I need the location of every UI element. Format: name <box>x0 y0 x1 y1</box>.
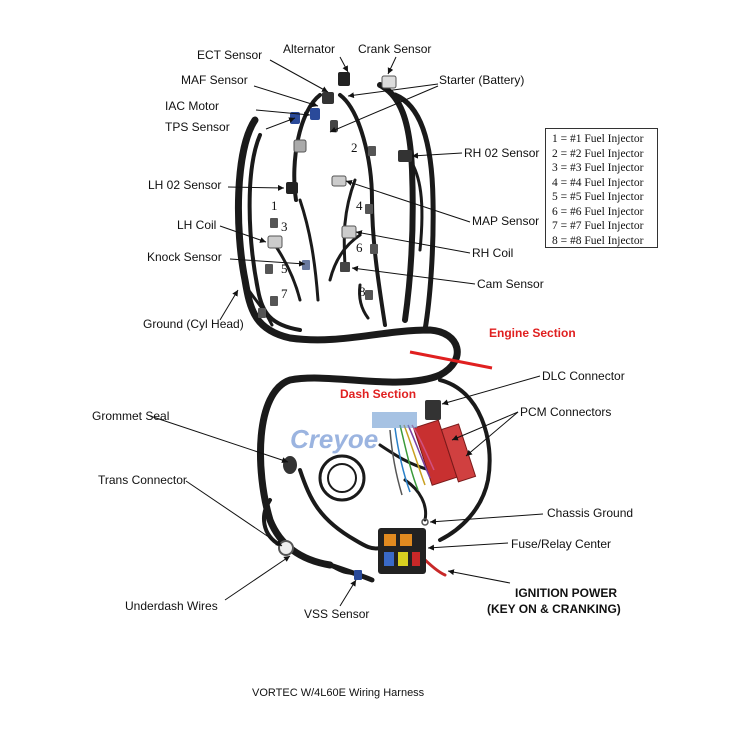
label-ignition-power-line1: IGNITION POWER <box>515 586 617 600</box>
legend-row: 4 = #4 Fuel Injector <box>552 176 644 189</box>
harness-wires <box>234 82 492 583</box>
legend-row: 3 = #3 Fuel Injector <box>552 162 644 174</box>
label-trans-connector: Trans Connector <box>98 473 187 487</box>
legend-row: 5 = #5 Fuel Injector <box>552 191 644 203</box>
injector-number-8: 8 <box>359 284 366 299</box>
label-ignition-power-line2: (KEY ON & CRANKING) <box>487 602 621 616</box>
label-knock-sensor: Knock Sensor <box>147 250 222 264</box>
legend-row: 6 = #6 Fuel Injector <box>552 205 644 218</box>
label-tps-sensor: TPS Sensor <box>165 120 230 134</box>
label-fuse-relay-center: Fuse/Relay Center <box>511 537 611 551</box>
label-chassis-ground: Chassis Ground <box>547 506 633 520</box>
label-grommet-seal: Grommet Seal <box>92 409 169 423</box>
label-ect-sensor: ECT Sensor <box>197 48 262 62</box>
injector-number-1: 1 <box>271 198 278 213</box>
diagram-caption: VORTEC W/4L60E Wiring Harness <box>252 687 425 699</box>
injector-number-4: 4 <box>356 198 363 213</box>
legend-row: 7 = #7 Fuel Injector <box>552 220 644 232</box>
label-lh-coil: LH Coil <box>177 218 216 232</box>
injector-number-3: 3 <box>281 219 288 234</box>
injector-number-5: 5 <box>281 261 288 276</box>
watermark: Creyoe <box>290 424 378 454</box>
injector-numbers: 1 2 3 4 5 6 7 8 <box>271 140 366 301</box>
fuel-injector-legend: 1 = #1 Fuel Injector 2 = #2 Fuel Injecto… <box>545 128 658 248</box>
component-labels: ECT Sensor Alternator Crank Sensor MAF S… <box>92 42 633 621</box>
pcm-connector-blocks <box>412 419 477 486</box>
label-alternator: Alternator <box>283 42 335 56</box>
label-dlc-connector: DLC Connector <box>542 369 625 383</box>
label-ground-cyl-head: Ground (Cyl Head) <box>143 317 244 331</box>
legend-row: 2 = #2 Fuel Injector <box>552 147 644 160</box>
injector-number-2: 2 <box>351 140 358 155</box>
legend-row: 1 = #1 Fuel Injector <box>552 133 644 145</box>
label-maf-sensor: MAF Sensor <box>181 73 248 87</box>
label-rh-coil: RH Coil <box>472 246 513 260</box>
leader-lines <box>149 56 544 607</box>
injector-number-6: 6 <box>356 240 363 255</box>
label-pcm-connectors: PCM Connectors <box>520 405 611 419</box>
label-iac-motor: IAC Motor <box>165 99 219 113</box>
label-rh-o2-sensor: RH 02 Sensor <box>464 146 539 160</box>
label-engine-section: Engine Section <box>489 326 576 340</box>
label-crank-sensor: Crank Sensor <box>358 42 431 56</box>
label-cam-sensor: Cam Sensor <box>477 277 544 291</box>
connectors <box>258 72 477 580</box>
label-underdash-wires: Underdash Wires <box>125 599 218 613</box>
fuse-relay-block <box>378 528 426 574</box>
label-lh-o2-sensor: LH 02 Sensor <box>148 178 221 192</box>
injector-number-7: 7 <box>281 286 288 301</box>
label-starter: Starter (Battery) <box>439 73 524 87</box>
legend-row: 8 = #8 Fuel Injector <box>552 234 644 247</box>
pcm-wire-bundle <box>389 424 435 496</box>
section-divider <box>409 350 493 370</box>
label-map-sensor: MAP Sensor <box>472 214 539 228</box>
label-dash-section: Dash Section <box>340 387 416 401</box>
label-vss-sensor: VSS Sensor <box>304 607 369 621</box>
